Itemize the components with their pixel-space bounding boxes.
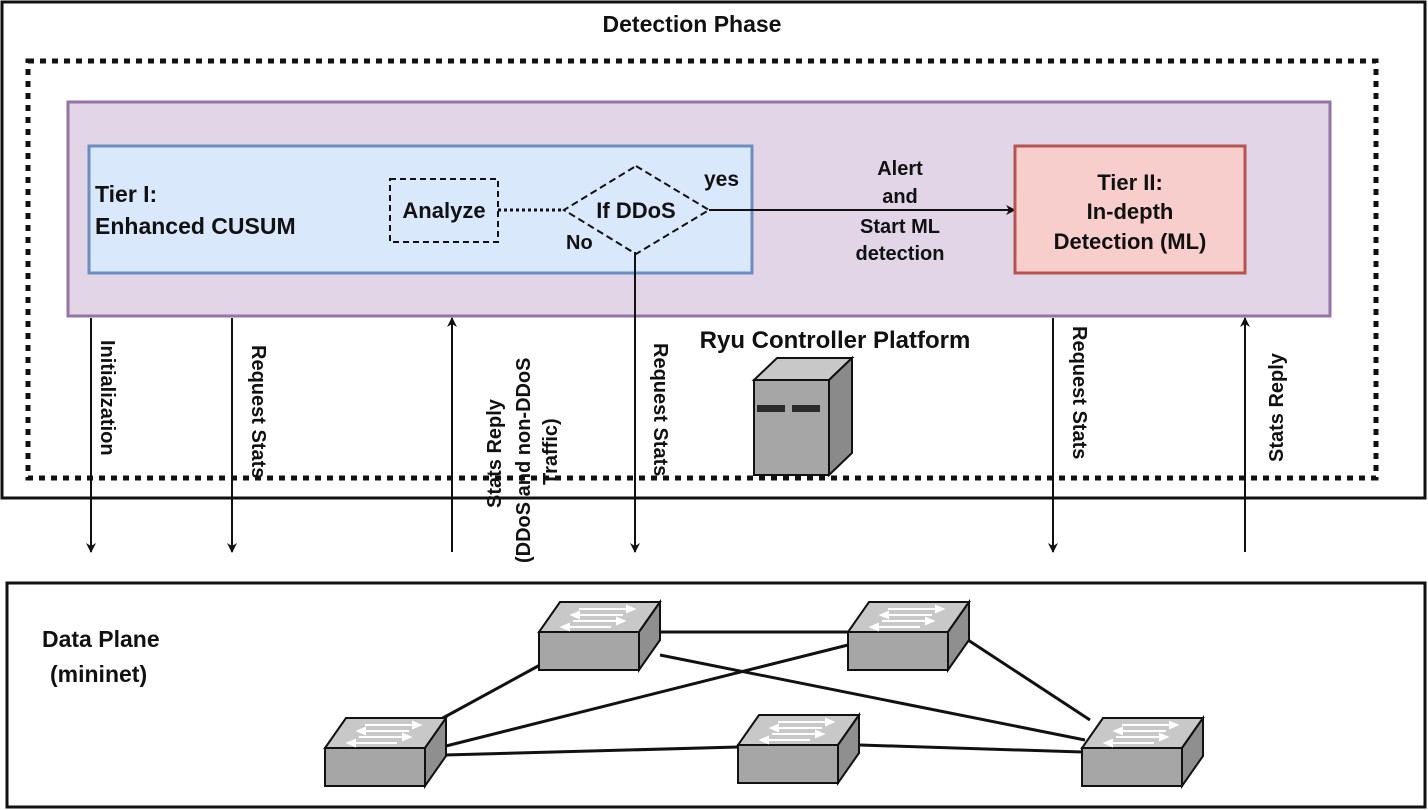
network-switch-icon bbox=[737, 714, 860, 784]
data-plane-label-line1: Data Plane bbox=[42, 626, 160, 652]
alert-label-line4: detection bbox=[856, 243, 945, 265]
tier2-label-line1: Tier II: bbox=[1097, 170, 1163, 195]
alert-label-line3: Start ML bbox=[860, 216, 940, 238]
tier1-label-line1: Tier I: bbox=[95, 181, 157, 207]
request-stats-label-3: Request Stats bbox=[1068, 326, 1090, 459]
alert-label-line2: and bbox=[882, 186, 918, 208]
alert-label-line1: Alert bbox=[877, 158, 923, 180]
initialization-label: Initialization bbox=[96, 340, 118, 456]
tier2-box bbox=[1013, 144, 1247, 275]
stats-reply-label-2: Stats Reply bbox=[1266, 352, 1288, 462]
analyze-box bbox=[389, 178, 499, 243]
analyze-label: Analyze bbox=[402, 198, 485, 223]
controller-boundary bbox=[25, 58, 1379, 481]
tier2-label-line2: In-depth bbox=[1087, 199, 1174, 224]
network-switch-icon bbox=[1081, 717, 1204, 787]
data-plane-frame bbox=[5, 581, 1427, 809]
no-label: No bbox=[566, 232, 593, 254]
tier2-label-line3: Detection (ML) bbox=[1054, 229, 1207, 254]
stats-reply-label-1-line2: (DDoS and non-DDoS bbox=[513, 357, 535, 563]
detection-phase-title: Detection Phase bbox=[603, 11, 782, 37]
network-switch-icon bbox=[538, 601, 661, 671]
tier1-label-line2: Enhanced CUSUM bbox=[95, 213, 296, 239]
controller-platform-label: Ryu Controller Platform bbox=[700, 327, 971, 354]
server-icon bbox=[751, 355, 855, 478]
network-switch-icon bbox=[324, 717, 447, 787]
request-stats-label-1: Request Stats bbox=[247, 345, 269, 478]
network-switch-icon bbox=[847, 601, 970, 671]
yes-label: yes bbox=[704, 168, 739, 191]
stats-reply-label-1-line1: Stats Reply bbox=[484, 398, 506, 508]
ddos-decision-label: If DDoS bbox=[596, 198, 675, 223]
stats-reply-label-1-line3: Traffic) bbox=[540, 418, 562, 485]
request-stats-label-2: Request Stats bbox=[649, 343, 671, 476]
data-plane-label-line2: (mininet) bbox=[50, 661, 147, 687]
network-links bbox=[429, 630, 1091, 757]
